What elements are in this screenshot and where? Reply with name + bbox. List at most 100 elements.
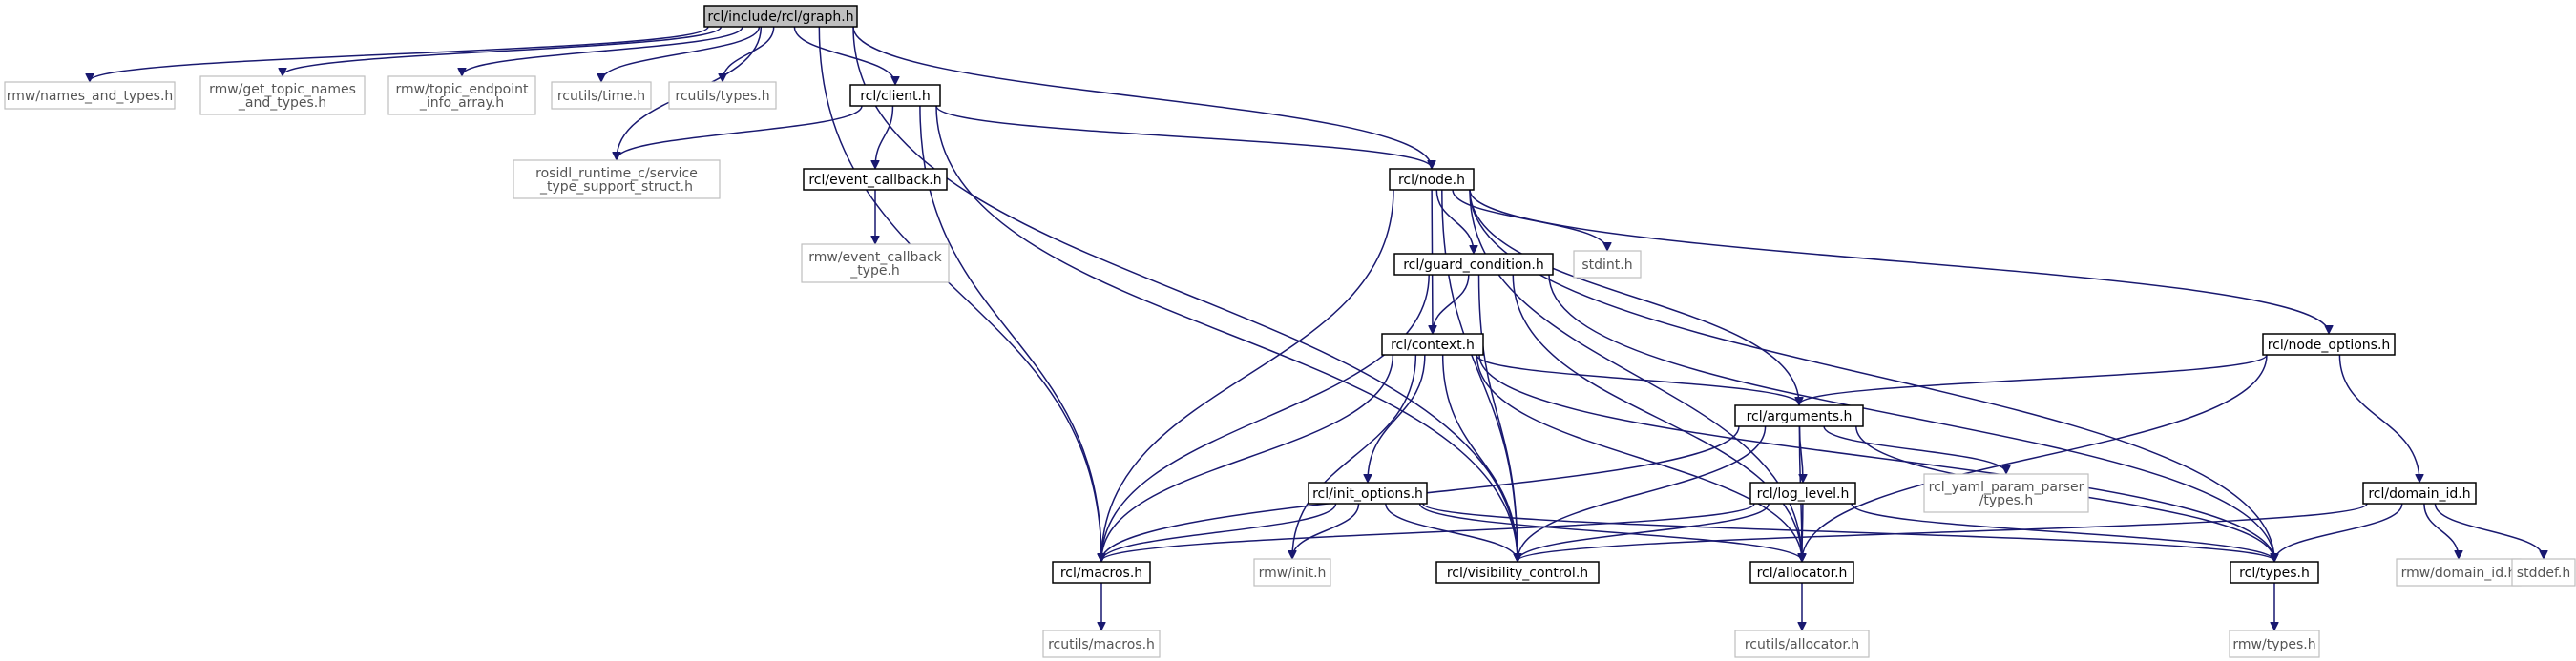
node-box	[551, 81, 652, 110]
node-label: rcl/macros.h	[1060, 566, 1142, 581]
edge-init-options-h-to-visibility-control-h	[1385, 503, 1518, 561]
node-box	[387, 75, 536, 115]
edge-node-h-to-arguments-h	[1469, 189, 1799, 404]
edge-client-h-to-event-callback-h	[875, 105, 894, 168]
node-allocator-h[interactable]: rcl/allocator.h	[1749, 561, 1854, 584]
node-rmw-topic-endpoint: rmw/topic_endpoint_info_array.h	[387, 75, 536, 115]
node-label: rcl_yaml_param_parser	[1929, 480, 2084, 495]
node-graph-h[interactable]: rcl/include/rcl/graph.h	[703, 5, 858, 28]
node-label: rcl/domain_id.h	[2368, 486, 2470, 502]
node-label: rcl/guard_condition.h	[1403, 258, 1544, 273]
node-rmw-domain-id: rmw/domain_id.h	[2396, 558, 2522, 587]
node-box	[801, 243, 950, 283]
node-box	[668, 81, 777, 110]
edge-guard-condition-h-to-visibility-control-h	[1477, 274, 1518, 561]
node-label: rcutils/macros.h	[1048, 637, 1155, 652]
node-box	[1435, 561, 1600, 584]
edge-client-h-to-node-h	[935, 105, 1432, 168]
edge-domain-id-h-to-stddef-h	[2434, 503, 2544, 558]
edge-graph-h-to-client-h	[793, 26, 895, 84]
node-event-callback-h[interactable]: rcl/event_callback.h	[803, 168, 948, 191]
node-rmw-event-callback: rmw/event_callback_type.h	[801, 243, 950, 283]
node-label: _info_array.h	[419, 95, 504, 111]
node-init-options-h[interactable]: rcl/init_options.h	[1308, 482, 1428, 505]
node-arguments-h[interactable]: rcl/arguments.h	[1734, 404, 1864, 427]
node-box	[2262, 333, 2396, 356]
edge-graph-h-to-rcutils-types	[723, 26, 775, 81]
node-label: _and_types.h	[238, 95, 326, 111]
node-box	[513, 159, 721, 199]
node-label: rcl/visibility_control.h	[1447, 566, 1588, 581]
node-box	[1042, 630, 1161, 658]
node-rmw-names-and-types: rmw/names_and_types.h	[4, 81, 176, 110]
node-stdint-h: stdint.h	[1573, 250, 1642, 279]
node-label: rcl/node.h	[1398, 173, 1465, 188]
edge-node-h-to-node-options-h	[1469, 189, 2329, 333]
node-box	[1381, 333, 1484, 356]
edge-init-options-h-to-macros-h	[1101, 503, 1337, 561]
edge-guard-condition-h-to-context-h	[1433, 274, 1470, 333]
node-node-options-h[interactable]: rcl/node_options.h	[2262, 333, 2396, 356]
node-label: rcl/client.h	[860, 89, 931, 104]
edge-context-h-to-arguments-h	[1476, 354, 1799, 404]
node-rmw-get-topic-names: rmw/get_topic_names_and_types.h	[199, 75, 366, 115]
edge-graph-h-to-macros-h	[818, 26, 1101, 561]
node-label: rcl/types.h	[2239, 566, 2310, 581]
node-label: rmw/get_topic_names	[209, 82, 356, 97]
node-label: rcl/log_level.h	[1757, 486, 1850, 502]
edge-client-h-to-rosidl-service	[617, 105, 863, 159]
node-rmw-init: rmw/init.h	[1253, 558, 1331, 587]
node-box	[703, 5, 858, 28]
node-label: rcutils/time.h	[557, 89, 645, 104]
edge-context-h-to-types-h	[1478, 354, 2274, 561]
node-rmw-types: rmw/types.h	[2229, 630, 2320, 658]
node-label: rcl/context.h	[1391, 338, 1475, 353]
node-domain-id-h[interactable]: rcl/domain_id.h	[2362, 482, 2477, 505]
node-box	[4, 81, 176, 110]
edges-layer	[90, 26, 2544, 630]
node-label: rmw/init.h	[1259, 566, 1327, 581]
edge-guard-condition-h-to-macros-h	[1101, 274, 1430, 561]
node-label: rcl/arguments.h	[1747, 409, 1853, 424]
edge-node-h-to-allocator-h	[1469, 189, 1802, 561]
node-client-h[interactable]: rcl/client.h	[849, 84, 941, 107]
node-box	[2230, 561, 2319, 584]
node-label: rcl/event_callback.h	[808, 173, 941, 188]
edge-node-h-to-guard-condition-h	[1435, 189, 1474, 253]
node-box	[1734, 404, 1864, 427]
node-box	[1734, 630, 1870, 658]
node-context-h[interactable]: rcl/context.h	[1381, 333, 1484, 356]
node-box	[2396, 558, 2522, 587]
node-box	[849, 84, 941, 107]
node-label: rosidl_runtime_c/service	[535, 166, 698, 181]
node-box	[1573, 250, 1642, 279]
edge-graph-h-to-node-h	[852, 26, 1432, 168]
node-node-h[interactable]: rcl/node.h	[1389, 168, 1475, 191]
node-box	[1389, 168, 1475, 191]
node-label: rmw/event_callback	[808, 250, 942, 265]
node-label: rcutils/allocator.h	[1745, 637, 1859, 652]
node-types-h[interactable]: rcl/types.h	[2230, 561, 2319, 584]
edge-graph-h-to-rcutils-time	[601, 26, 761, 81]
node-label: stdint.h	[1581, 258, 1632, 273]
node-box	[803, 168, 948, 191]
edge-graph-h-to-rmw-names-and-types	[90, 26, 709, 81]
node-log-level-h[interactable]: rcl/log_level.h	[1749, 482, 1856, 505]
edge-node-h-to-macros-h	[1101, 189, 1394, 561]
node-visibility-control-h[interactable]: rcl/visibility_control.h	[1435, 561, 1600, 584]
node-box	[199, 75, 366, 115]
node-label: stddef.h	[2517, 566, 2570, 581]
edge-node-options-h-to-domain-id-h	[2338, 354, 2419, 482]
node-box	[2362, 482, 2477, 505]
node-rcutils-macros: rcutils/macros.h	[1042, 630, 1161, 658]
node-rosidl-service: rosidl_runtime_c/service_type_support_st…	[513, 159, 721, 199]
edge-log-level-h-to-visibility-control-h	[1518, 503, 1770, 561]
edge-guard-condition-h-to-allocator-h	[1512, 274, 1802, 561]
node-label: _type.h	[849, 263, 900, 279]
node-rcutils-types: rcutils/types.h	[668, 81, 777, 110]
node-guard-condition-h[interactable]: rcl/guard_condition.h	[1393, 253, 1554, 276]
edge-graph-h-to-rmw-topic-endpoint	[462, 26, 743, 75]
node-macros-h[interactable]: rcl/macros.h	[1052, 561, 1151, 584]
node-label: rcl/node_options.h	[2268, 338, 2391, 353]
